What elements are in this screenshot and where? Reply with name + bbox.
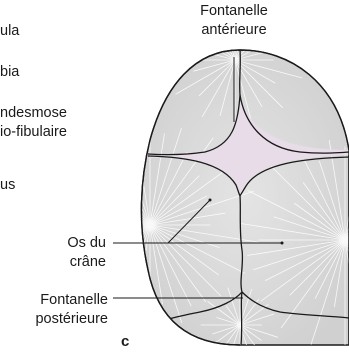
label-anterior-fontanelle-line2: antérieure [185,21,283,40]
label-skull-bone: Os du crâne [40,234,106,272]
bone-ray [46,208,150,225]
label-fibula-cut: ula [0,22,19,41]
label-posterior-fontanelle-line2: postérieure [0,310,108,329]
bone-ray [53,175,150,225]
label-anterior-fontanelle-line1: Fontanelle [185,2,283,21]
bone-ray [116,225,150,330]
label-tibia-cut: bia [0,63,19,82]
label-posterior-fontanelle-line1: Fontanelle [0,291,108,310]
label-posterior-fontanelle: Fontanelle postérieure [0,291,108,329]
panel-letter: c [121,334,129,350]
bone-ray [79,202,150,225]
label-syndesmose-line2-cut: io-fibulaire [0,123,67,142]
label-skull-bone-line1: Os du [40,234,106,253]
label-talus-cut: us [0,176,15,195]
label-skull-bone-line2: crâne [40,253,106,272]
label-anterior-fontanelle: Fontanelle antérieure [185,2,283,40]
skull-outline [141,50,349,345]
label-syndesmose-line1-cut: ndesmose [0,104,67,123]
bone-ray [72,147,150,225]
